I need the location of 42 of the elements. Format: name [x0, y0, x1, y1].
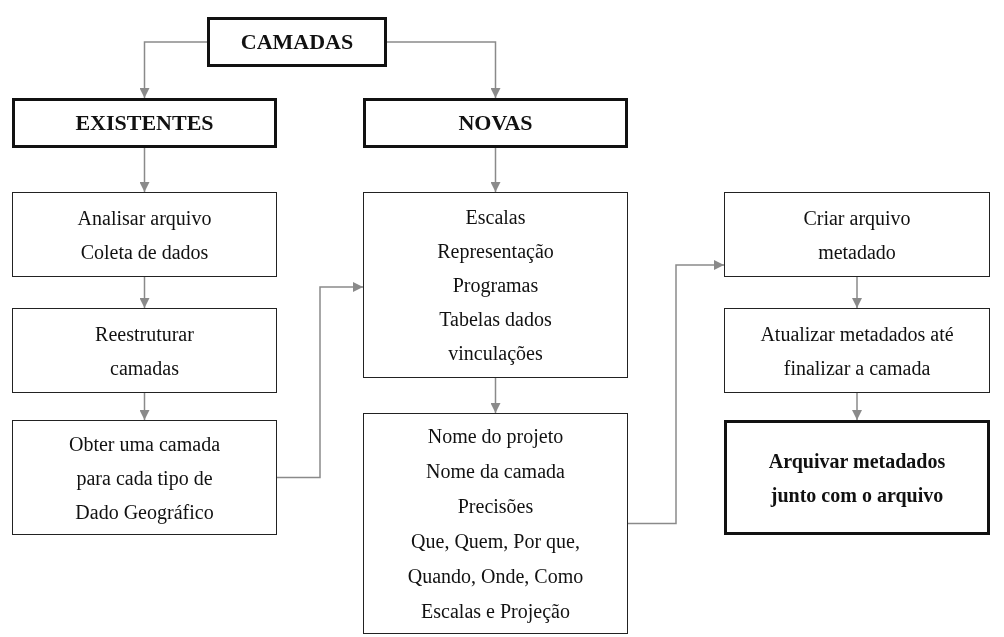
box-text: Escalas e Projeção: [421, 598, 570, 625]
box-text: Nome do projeto: [427, 423, 564, 450]
process-box: [363, 413, 628, 634]
process-box: [12, 420, 277, 535]
box-text: Nome da camada: [426, 458, 565, 484]
box-text: NOVAS: [458, 109, 533, 137]
heading-box: [12, 98, 277, 148]
box-text: Escalas: [465, 205, 526, 230]
process-box: [363, 192, 628, 378]
heading-box: [363, 98, 628, 148]
box-text: Coleta de dados: [80, 239, 209, 265]
box-text: CAMADAS: [240, 28, 354, 56]
box-text: Representação: [437, 239, 554, 265]
process-box: [12, 308, 277, 393]
arrow: [490, 147, 501, 193]
box-text: Programas: [452, 273, 539, 299]
box-text: Criar arquivo metadado: [802, 205, 912, 265]
box-text: Obter uma camada para cada tipo de Dado Geográfico: [67, 431, 221, 526]
arrow: [139, 147, 150, 193]
box-text: Atualizar metadados até finalizar a camada: [759, 321, 955, 381]
box-text: Precisões: [457, 493, 534, 519]
box-text: Analisar arquivo: [77, 205, 212, 232]
process-box: [12, 192, 277, 277]
arrow: [139, 41, 208, 99]
arrow: [490, 377, 501, 414]
arrow: [276, 282, 364, 479]
arrow: [852, 392, 862, 421]
box-text: Tabelas dados: [439, 307, 552, 332]
arrow: [386, 41, 501, 99]
box-text: Arquivar metadados junto com o arquivo: [767, 448, 947, 509]
process-box: [724, 308, 990, 393]
box-text: Que, Quem, Por que, Quando, Onde, Como: [406, 528, 585, 589]
box-text: EXISTENTES: [75, 109, 214, 137]
process-box: [724, 420, 990, 535]
arrow: [139, 276, 150, 309]
arrow: [139, 392, 150, 421]
box-text: vinculações: [448, 341, 543, 367]
arrow: [627, 260, 725, 525]
arrow: [852, 276, 862, 309]
box-text: Reestruturar camadas: [94, 321, 195, 381]
process-box: [724, 192, 990, 277]
heading-box: [207, 17, 387, 67]
